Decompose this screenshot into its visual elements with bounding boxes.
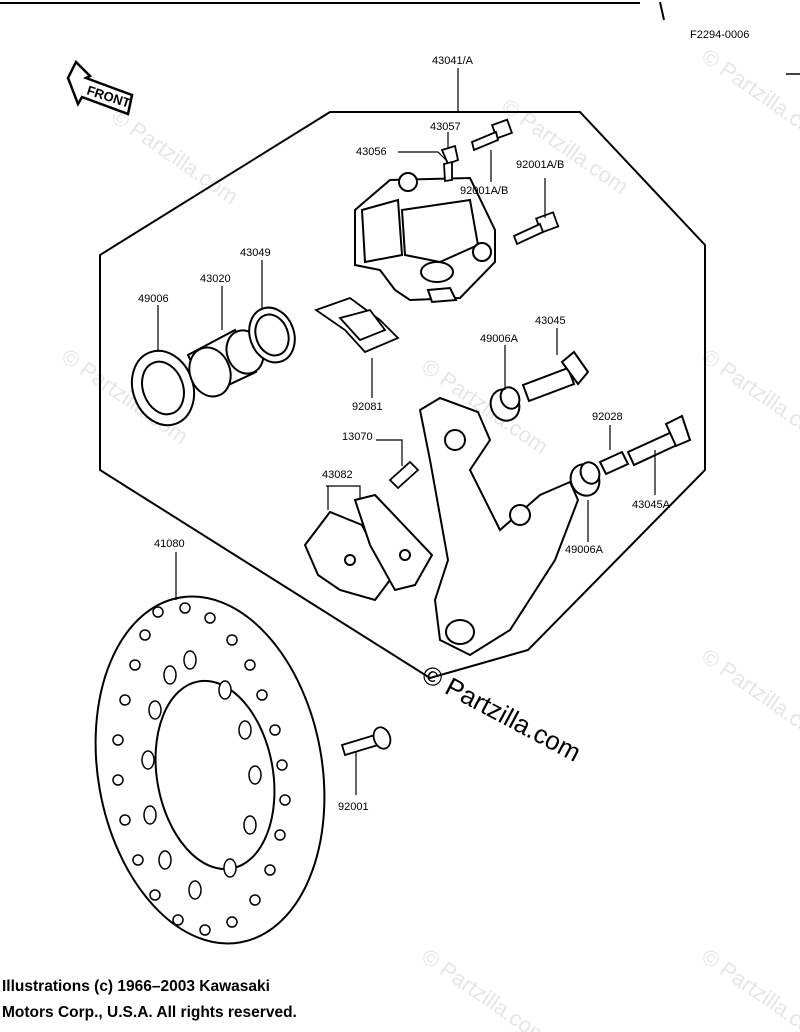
- top-border-tick: [659, 1, 665, 21]
- part-label-43057: 43057: [430, 121, 461, 133]
- bolt-right: [512, 211, 560, 246]
- part-label-92001ab: 92001A/B: [460, 185, 508, 197]
- disc-bolt: [340, 726, 392, 757]
- part-label-92001: 92001: [338, 801, 369, 813]
- slide-pin: [521, 350, 590, 403]
- copyright-notice: Illustrations (c) 1966–2003 Kawasaki Mot…: [2, 974, 602, 1026]
- part-label-43020: 43020: [200, 273, 231, 285]
- figure-id: F2294-0006: [690, 29, 749, 41]
- part-label-92028: 92028: [592, 411, 623, 423]
- watermark-text: © Partzilla.com: [697, 344, 800, 450]
- part-label-13070: 13070: [342, 431, 373, 443]
- front-arrow-icon: FRONT: [66, 59, 134, 116]
- pin-sleeve: [598, 450, 630, 476]
- bolt-upper: [470, 118, 514, 152]
- assembly-outline: [99, 111, 706, 680]
- piston: [186, 328, 265, 398]
- part-label-49006a: 49006A: [565, 544, 604, 556]
- caliper-body: [354, 172, 496, 304]
- caliper-bracket: [418, 396, 580, 657]
- part-label-92001ab: 92001A/B: [516, 159, 564, 171]
- leader-lines: [157, 68, 656, 795]
- part-label-43041: 43041/A: [432, 55, 474, 67]
- bleeder-valve: [440, 144, 460, 183]
- watermark-text: © Partzilla.com: [697, 644, 800, 750]
- part-label-43049: 43049: [240, 247, 271, 259]
- part-label-43082: 43082: [322, 469, 353, 481]
- copyright-line: Motors Corp., U.S.A. All rights reserved…: [2, 1004, 297, 1021]
- watermark-text: © Partzilla.com: [107, 104, 243, 210]
- part-label-49006a: 49006A: [480, 333, 519, 345]
- part-label-43045a: 43045A: [632, 499, 671, 511]
- dust-seal: [248, 306, 296, 364]
- part-labels: 43041/A 43057 43056 92001A/B 92001A/B 43…: [138, 55, 671, 813]
- copyright-line: Illustrations (c) 1966–2003 Kawasaki: [2, 978, 270, 995]
- part-label-41080: 41080: [154, 538, 185, 550]
- part-label-49006: 49006: [138, 293, 169, 305]
- piston-seal: [130, 349, 196, 427]
- pad-spring: [314, 296, 400, 354]
- watermark-text: © Partzilla.com: [697, 44, 800, 150]
- boot-lower: [569, 461, 601, 497]
- watermark-text: © Partzilla.com: [697, 944, 800, 1032]
- brake-disc: [94, 595, 326, 945]
- pad-shim: [388, 460, 420, 490]
- slide-pin-a: [626, 414, 692, 467]
- partzilla-watermark: © Partzilla.com: [417, 659, 586, 768]
- part-label-43045: 43045: [535, 315, 566, 327]
- part-label-43056: 43056: [356, 146, 387, 158]
- part-label-92081: 92081: [352, 401, 383, 413]
- brake-pads: [303, 493, 434, 602]
